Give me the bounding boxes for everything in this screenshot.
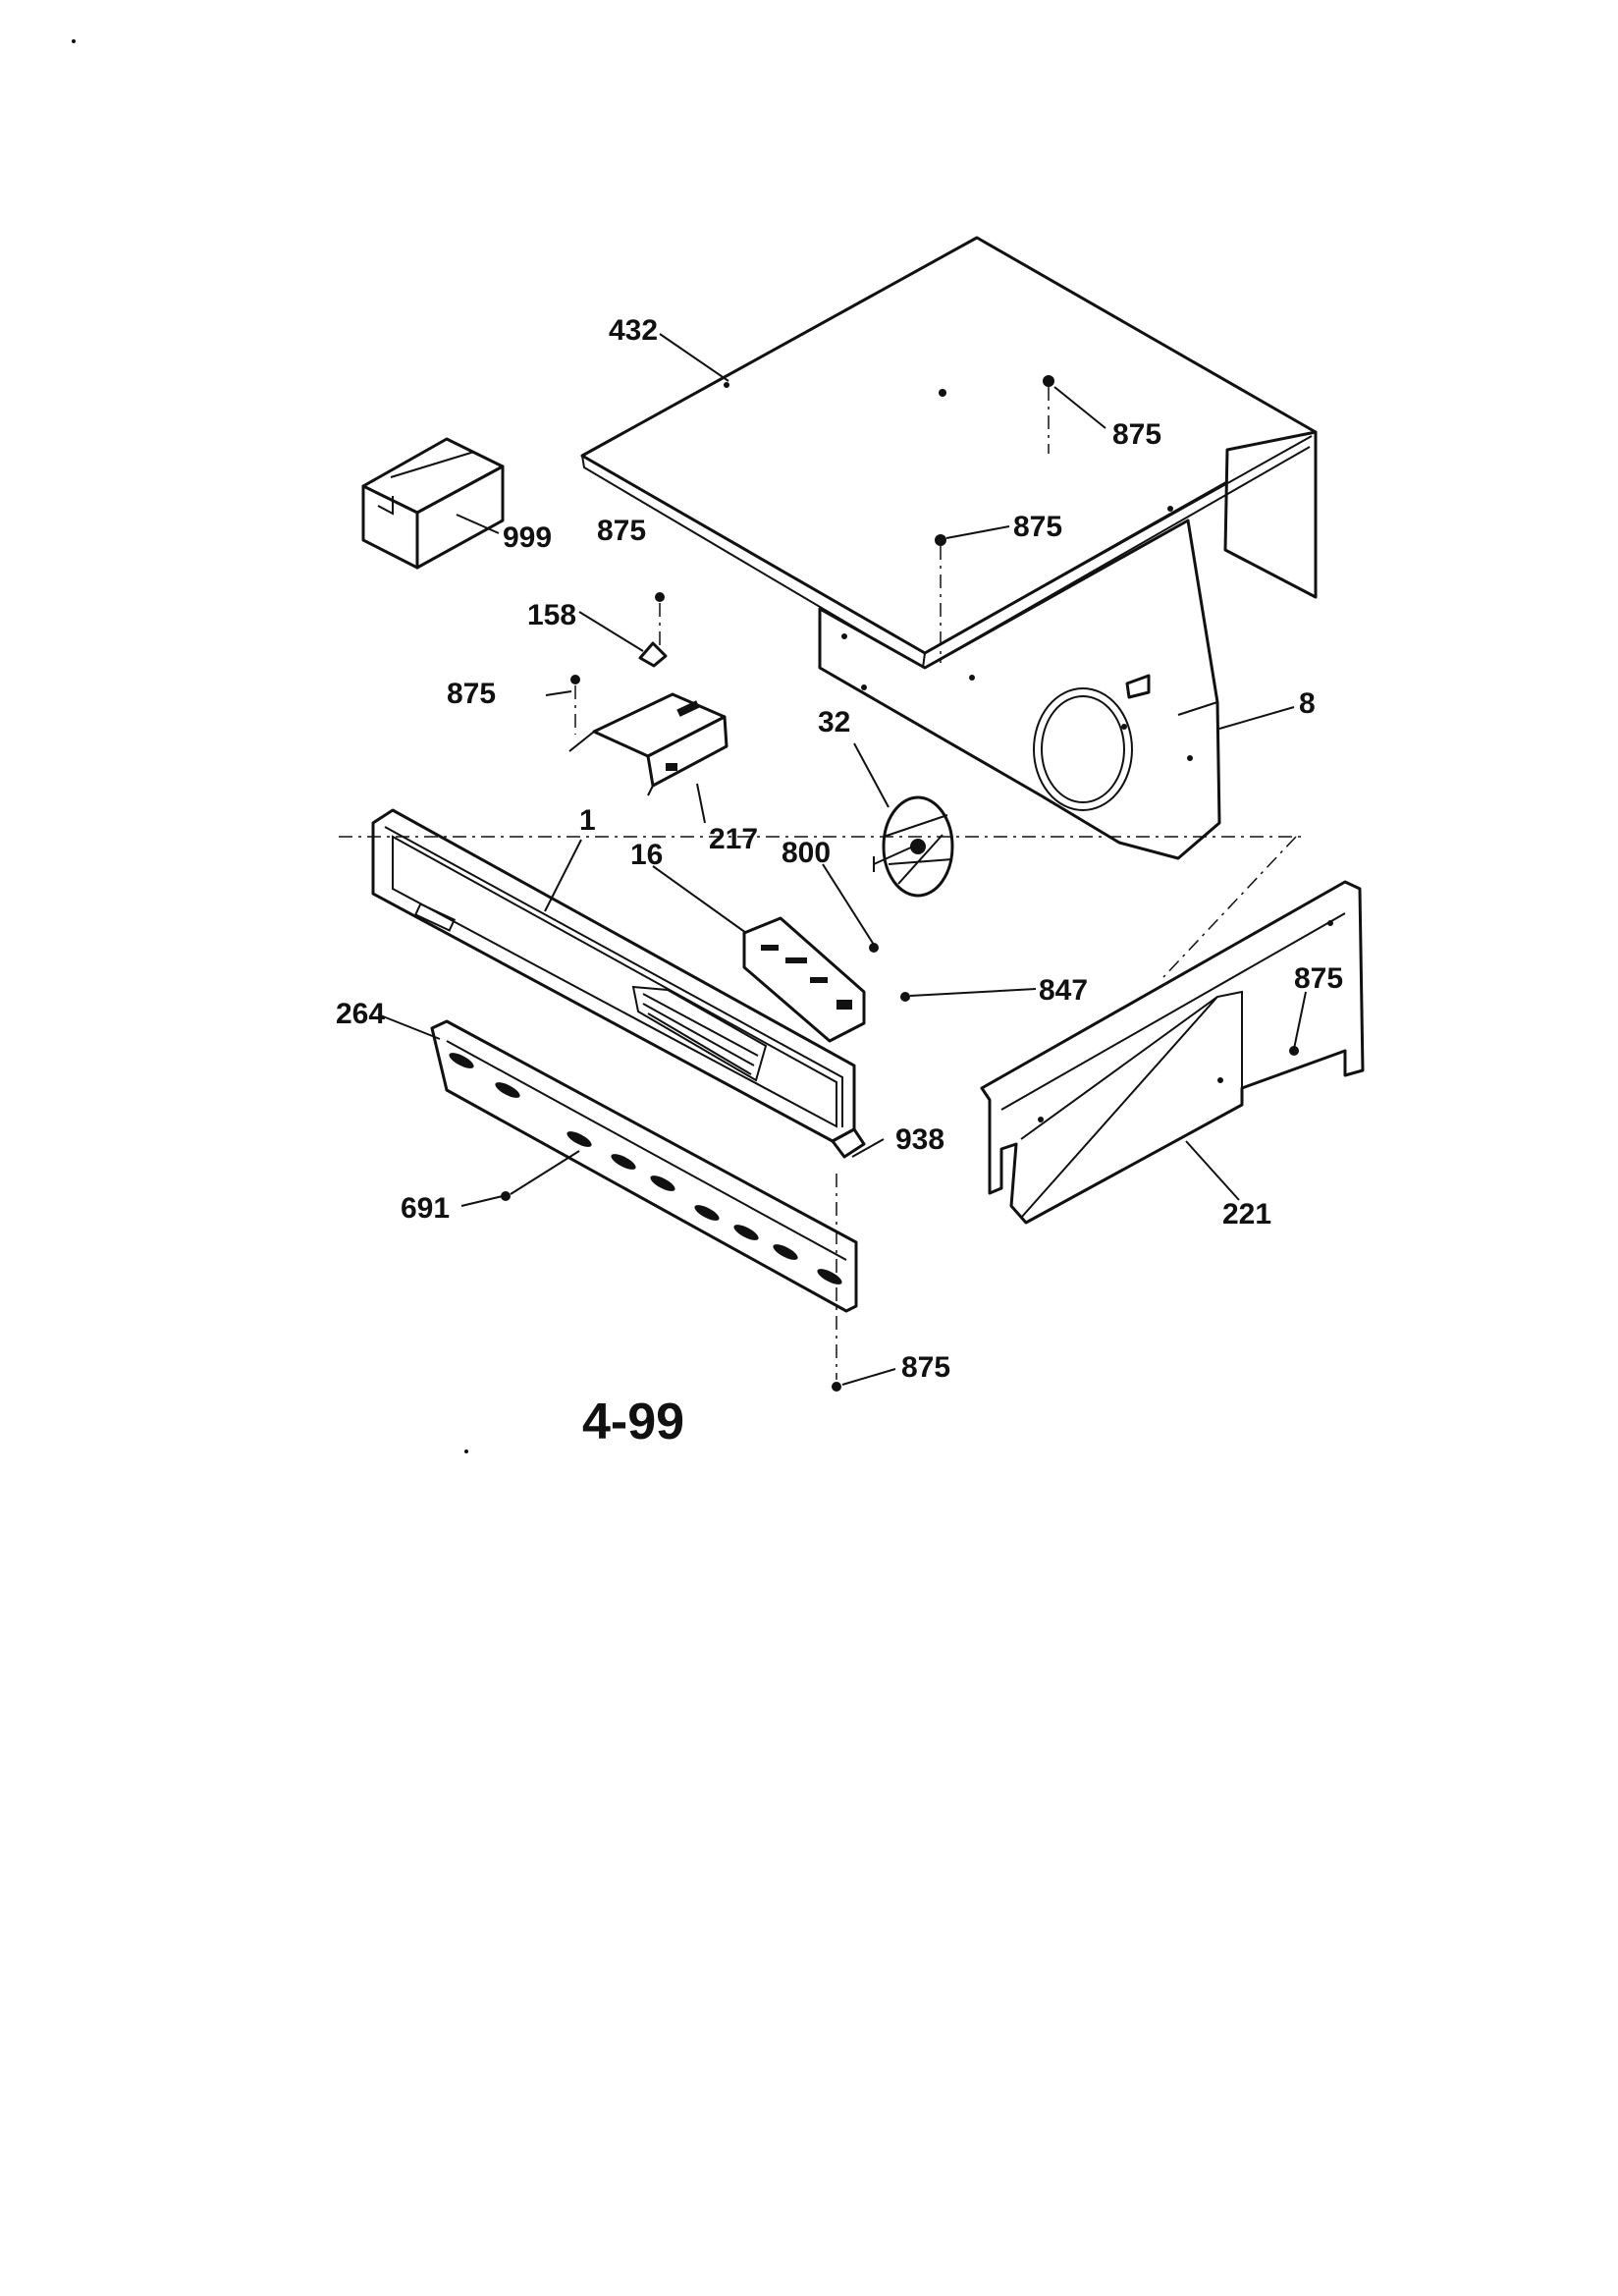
part-221-side-panel [980,880,1365,1225]
callout-875-right: 875 [1294,962,1343,995]
callout-875-top: 875 [1112,418,1161,451]
callout-875-mid: 875 [1013,511,1062,543]
screw-875-a [655,592,665,602]
part-1-control-panel [371,808,866,1159]
leader-lines [377,333,1307,1386]
callout-264: 264 [336,998,385,1030]
callout-847: 847 [1039,974,1088,1007]
part-158-clip [638,641,668,668]
screw-847 [900,992,910,1002]
screw-691 [501,1191,511,1201]
part-217-bracket [568,692,728,796]
screw-875-right [1289,1046,1299,1056]
part-999-box [361,437,505,570]
part-16-control-board [742,916,866,1043]
callout-938: 938 [895,1123,944,1156]
figure-label: 4-99 [582,1394,684,1450]
callout-158: 158 [527,599,576,631]
scan-speck [464,1449,468,1453]
panel-grill [631,985,768,1082]
callout-875-a: 875 [597,515,646,547]
callout-32: 32 [818,706,850,738]
alignment-line [1162,836,1297,978]
callout-221: 221 [1222,1198,1271,1230]
screw-875-b [570,675,580,684]
part-8-rear-panel [818,519,1221,860]
callout-16: 16 [630,839,663,871]
callout-217: 217 [709,823,758,855]
screw-875-bottom [832,1382,841,1392]
part-32-fan [873,795,954,898]
scan-speck [72,39,76,43]
screw-875-mid [935,534,946,546]
callout-1: 1 [579,804,596,837]
callout-691: 691 [401,1192,450,1225]
part-432-top-cover [580,236,1318,670]
callout-999: 999 [503,521,552,554]
callout-432: 432 [609,314,658,347]
fasteners [501,375,1299,1392]
part-264-lower-panel [430,1019,858,1313]
callout-875-b: 875 [447,678,496,710]
lower-panel-vents [449,1053,842,1285]
callout-875-bottom: 875 [901,1351,950,1384]
screw-800 [869,943,879,953]
callout-8: 8 [1299,687,1316,720]
callout-800: 800 [782,837,831,869]
screw-875-top [1043,375,1054,387]
